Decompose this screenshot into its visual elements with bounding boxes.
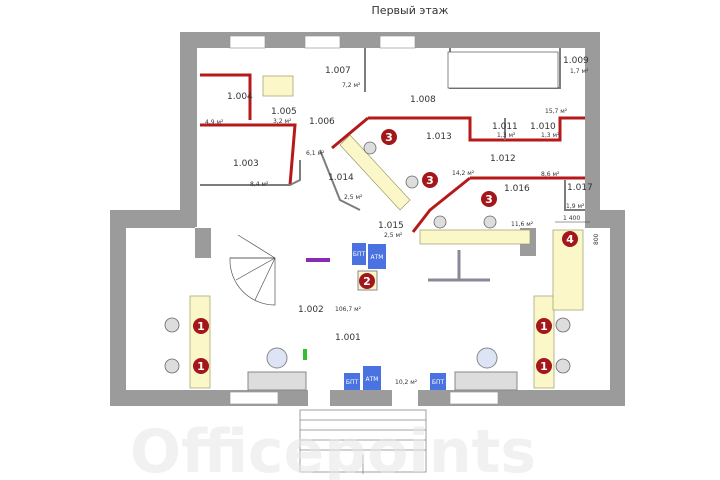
furniture — [164, 75, 584, 391]
room-id: 1.001 — [335, 333, 361, 343]
bpt-terminal — [430, 373, 446, 390]
badge-label: 1 — [197, 320, 205, 333]
outer-walls — [110, 32, 625, 406]
atm-label: АТМ — [371, 254, 384, 261]
dimension-depth: 800 — [593, 233, 600, 245]
atm-terminals: БПТ АТМ БПТ АТМ БПТ — [344, 243, 446, 390]
room-area: 11,6 м² — [511, 221, 534, 228]
bpt-terminal — [344, 373, 360, 390]
atm-terminal — [368, 244, 386, 269]
dimension-width: 1 400 — [563, 215, 580, 222]
atm-label: АТМ — [366, 376, 379, 383]
room-area: 2,5 м² — [384, 232, 403, 239]
room-id: 1.016 — [504, 184, 530, 194]
zone-badge-1: 1 — [536, 318, 552, 334]
watermark: Officepoints — [130, 417, 536, 480]
room-area: 106,7 м² — [335, 306, 362, 313]
entrance-porch — [299, 409, 427, 474]
bpt-terminal — [352, 243, 366, 265]
room-id: 1.014 — [328, 173, 354, 183]
bpt-label: БПТ — [432, 379, 445, 386]
room-area: 14,2 м² — [452, 170, 475, 177]
zone-badge-1: 1 — [193, 358, 209, 374]
room-area: 7,2 м² — [342, 82, 361, 89]
badge-label: 3 — [385, 131, 393, 144]
room-area: 3,2 м² — [273, 118, 292, 125]
inner-walls — [195, 48, 585, 258]
room-area: 8,4 м² — [250, 181, 269, 188]
zone-badges: 3 3 3 4 2 1 1 1 1 — [193, 129, 578, 374]
room-id: 1.010 — [530, 122, 556, 132]
badge-label: 2 — [363, 275, 371, 288]
dimensions: 1 400 800 — [555, 215, 600, 245]
room-id: 1.005 — [271, 107, 297, 117]
zone-badge-3: 3 — [481, 191, 497, 207]
room-id: 1.003 — [233, 159, 259, 169]
room-area: 10,2 м² — [395, 379, 418, 386]
zone-badge-1: 1 — [536, 358, 552, 374]
staircase — [229, 51, 559, 306]
room-area: 4,9 м² — [205, 119, 224, 126]
badge-label: 3 — [485, 193, 493, 206]
room-id: 1.012 — [490, 154, 516, 164]
zone-badge-3: 3 — [422, 172, 438, 188]
room-id: 1.007 — [325, 66, 351, 76]
room-area: 1,9 м² — [566, 203, 585, 210]
room-area: 2,5 м² — [344, 194, 363, 201]
badge-label: 1 — [540, 320, 548, 333]
room-id: 1.011 — [492, 122, 518, 132]
badge-label: 4 — [566, 233, 574, 246]
room-id: 1.002 — [298, 305, 324, 315]
zone-badge-1: 1 — [193, 318, 209, 334]
room-id: 1.017 — [567, 183, 593, 193]
bpt-label: БПТ — [353, 251, 366, 258]
room-area: 1,3 м² — [497, 132, 516, 139]
zone-badge-4: 4 — [562, 231, 578, 247]
room-id: 1.008 — [410, 95, 436, 105]
room-labels: 1.001 10,2 м² 1.002 106,7 м² 1.003 8,4 м… — [205, 56, 593, 386]
zone-badge-2: 2 — [357, 270, 378, 291]
zone-badge-3: 3 — [381, 129, 397, 145]
badge-label: 3 — [426, 174, 434, 187]
badge-label: 1 — [197, 360, 205, 373]
room-area: 1,7 м² — [570, 68, 589, 75]
room-area: 1,3 м² — [541, 132, 560, 139]
atm-terminal — [363, 366, 381, 390]
room-area: 6,1 м² — [306, 150, 325, 157]
room-area: 8,6 м² — [541, 171, 560, 178]
room-id: 1.015 — [378, 221, 404, 231]
room-area: 15,7 м² — [545, 108, 568, 115]
room-id: 1.009 — [563, 56, 589, 66]
bpt-label: БПТ — [346, 379, 359, 386]
floor-title: Первый этаж — [372, 4, 449, 17]
room-id: 1.004 — [227, 92, 253, 102]
badge-label: 1 — [540, 360, 548, 373]
room-id: 1.006 — [309, 117, 335, 127]
room-id: 1.013 — [426, 132, 452, 142]
